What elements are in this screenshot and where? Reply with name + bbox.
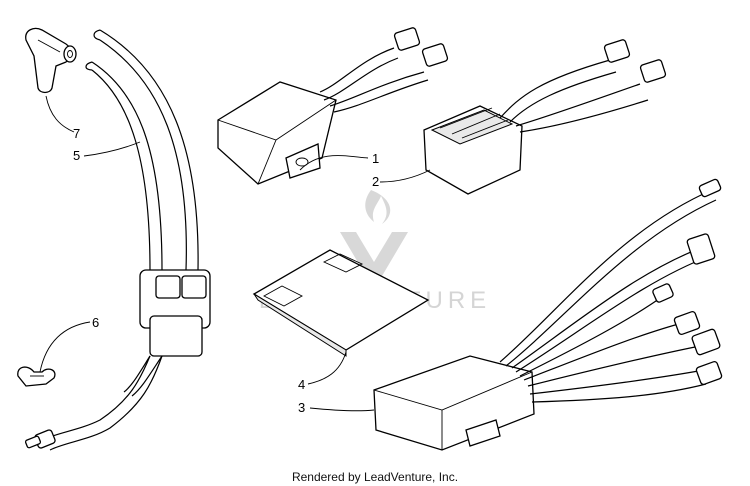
watermark-logo-icon — [340, 190, 408, 276]
wire-clamp — [17, 366, 56, 387]
callouts: 1 2 3 4 5 6 7 — [73, 126, 379, 415]
spark-plug-cap — [25, 27, 77, 94]
callout-5: 5 — [73, 148, 80, 163]
callout-1: 1 — [372, 151, 379, 166]
callout-2: 2 — [372, 174, 379, 189]
instruction-sheet — [252, 249, 430, 357]
footer-credit: Rendered by LeadVenture, Inc. — [291, 470, 459, 484]
main-wiring-harness — [373, 178, 723, 451]
callout-4: 4 — [298, 377, 305, 392]
callout-7: 7 — [73, 126, 80, 141]
voltage-regulator — [423, 39, 667, 195]
leader-lines — [39, 95, 431, 412]
callout-6: 6 — [92, 315, 99, 330]
callout-3: 3 — [298, 400, 305, 415]
ignition-coil-harness — [24, 29, 211, 451]
cdi-box — [217, 27, 449, 185]
